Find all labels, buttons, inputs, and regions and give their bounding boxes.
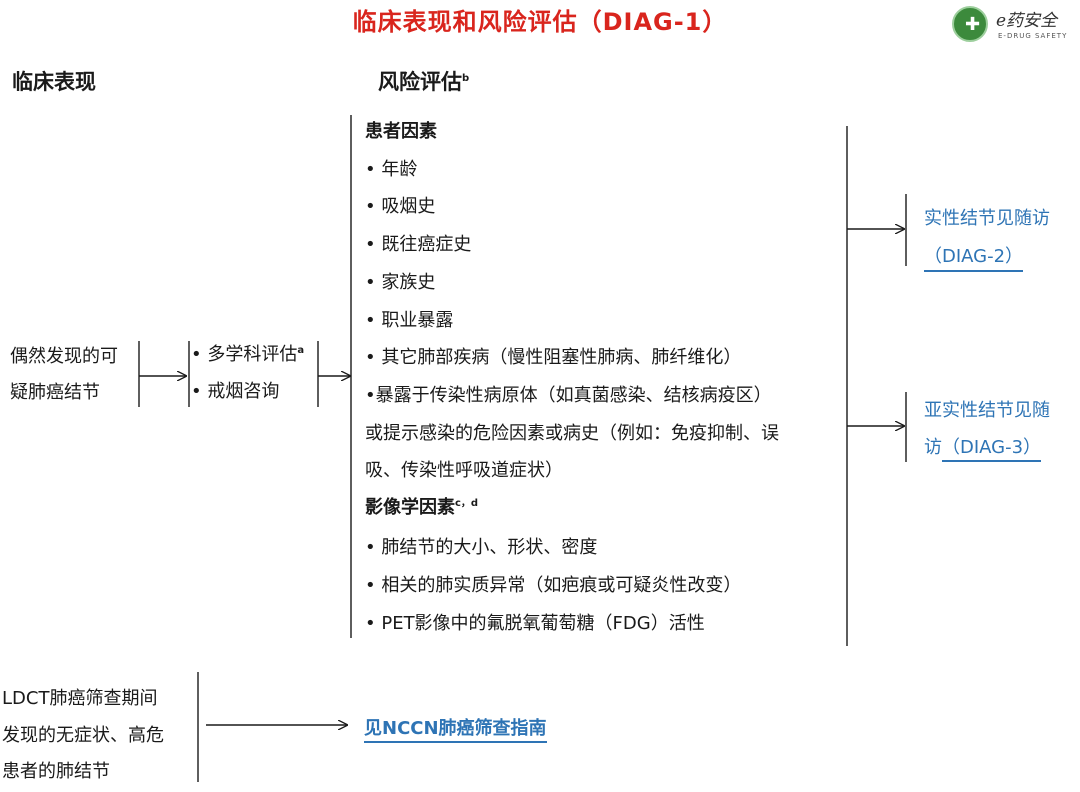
logo: ✚ e药安全 E-DRUG SAFETY: [952, 4, 1072, 48]
patient-factor-item: • 既往癌症史: [365, 234, 472, 255]
logo-subtext: E-DRUG SAFETY: [998, 32, 1068, 40]
patient-factor-item: • 其它肺部疾病（慢性阻塞性肺病、肺纤维化）: [365, 347, 742, 368]
evaluation-item-smoking: • 戒烟咨询: [191, 381, 280, 402]
patient-factor-item: • 年龄: [365, 159, 418, 180]
ldct-text-line3: 患者的肺结节: [2, 761, 110, 782]
diag3-link[interactable]: 访（DIAG-3）: [924, 433, 1042, 462]
imaging-factor-item: • 相关的肺实质异常（如疤痕或可疑炎性改变）: [365, 575, 742, 596]
logo-text: e药安全: [996, 11, 1058, 31]
ldct-text-line1: LDCT肺癌筛查期间: [2, 688, 158, 709]
patient-factor-exposure-line: •暴露于传染性病原体（如真菌感染、结核病疫区）: [365, 385, 772, 406]
patient-factor-exposure-line: 或提示感染的危险因素或病史（例如：免疫抑制、误: [365, 423, 779, 444]
patient-factor-exposure-line: 吸、传染性呼吸道症状）: [365, 460, 563, 481]
patient-factors-heading: 患者因素: [365, 121, 437, 142]
imaging-factor-item: • PET影像中的氟脱氧葡萄糖（FDG）活性: [365, 613, 705, 634]
page-title: 临床表现和风险评估（DIAG-1）: [352, 8, 728, 36]
imaging-factor-item: • 肺结节的大小、形状、密度: [365, 537, 598, 558]
header-clinical: 临床表现: [12, 70, 96, 94]
solid-nodule-link[interactable]: 实性结节见随访: [924, 208, 1050, 229]
patient-factor-item: • 家族史: [365, 272, 436, 293]
logo-cross-icon: ✚: [952, 6, 988, 42]
ldct-text-line2: 发现的无症状、高危: [2, 725, 164, 746]
clinical-text-line2: 疑肺癌结节: [10, 382, 100, 403]
evaluation-item-mdt: • 多学科评估a: [191, 344, 305, 365]
patient-factor-item: • 职业暴露: [365, 310, 454, 331]
diag2-link[interactable]: （DIAG-2）: [924, 242, 1024, 272]
nccn-screening-link[interactable]: 见NCCN肺癌筛查指南: [364, 714, 547, 743]
patient-factor-item: • 吸烟史: [365, 196, 436, 217]
header-risk: 风险评估b: [378, 70, 470, 94]
subsolid-nodule-link[interactable]: 亚实性结节见随: [924, 400, 1050, 421]
clinical-text-line1: 偶然发现的可: [10, 346, 118, 367]
imaging-factors-heading: 影像学因素c，d: [365, 497, 479, 518]
